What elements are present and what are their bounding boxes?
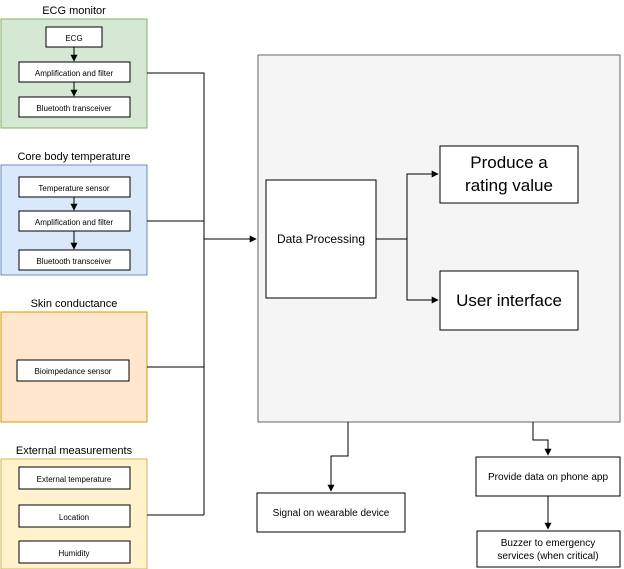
temperature-sensor-label: Temperature sensor xyxy=(38,184,109,193)
processing-panel-border xyxy=(257,54,621,423)
ecg-group-title: ECG monitor xyxy=(42,5,106,17)
to-wearable-arrow xyxy=(327,422,349,492)
ecg-bluetooth-label: Bluetooth transceiver xyxy=(36,104,111,113)
humidity-block xyxy=(18,540,131,564)
location-block xyxy=(18,504,131,528)
core-temp-amplifier-label: Amplification and filter xyxy=(35,218,114,227)
ecg-sensor-label: ECG xyxy=(65,34,82,43)
buzzer-line1: Buzzer to emergency xyxy=(501,538,596,549)
to-phone-app-arrow xyxy=(532,422,552,456)
bioimpedance-sensor-block xyxy=(16,359,130,382)
external-temperature-label: External temperature xyxy=(37,475,112,484)
user-interface-block xyxy=(439,270,579,331)
wearable-signal-label: Signal on wearable device xyxy=(273,508,390,519)
data-processing-block xyxy=(265,179,377,299)
skin-group-title: Skin conductance xyxy=(31,298,118,310)
core-temp-group-title: Core body temperature xyxy=(17,151,130,163)
humidity-label: Humidity xyxy=(58,549,89,558)
phone-app-label: Provide data on phone app xyxy=(488,472,609,483)
bioimpedance-sensor-label: Bioimpedance sensor xyxy=(35,367,112,376)
rating-value-line2: rating value xyxy=(465,176,553,195)
external-group-title: External measurements xyxy=(16,445,133,457)
user-interface-label: User interface xyxy=(456,291,562,310)
core-temp-bluetooth-block xyxy=(18,249,131,271)
buzzer-line2: services (when critical) xyxy=(497,551,598,562)
ecg-bluetooth-block xyxy=(18,96,131,118)
core-temp-bluetooth-label: Bluetooth transceiver xyxy=(36,257,111,266)
to-user-interface-arrow xyxy=(406,239,439,304)
core-temp-group-border xyxy=(0,164,148,276)
wearable-signal-block xyxy=(256,492,406,533)
rating-value-line1: Produce a xyxy=(470,153,548,172)
collector-bus-line xyxy=(147,72,205,515)
to-rating-arrow xyxy=(406,170,439,239)
ecg-amplifier-label: Amplification and filter xyxy=(35,69,114,78)
data-processing-label: Data Processing xyxy=(277,232,365,246)
rating-value-block xyxy=(439,145,579,204)
external-group-border xyxy=(0,458,148,569)
buzzer-block xyxy=(476,530,621,568)
location-label: Location xyxy=(59,513,89,522)
external-temperature-block xyxy=(18,466,131,490)
phone-app-block xyxy=(475,456,621,497)
